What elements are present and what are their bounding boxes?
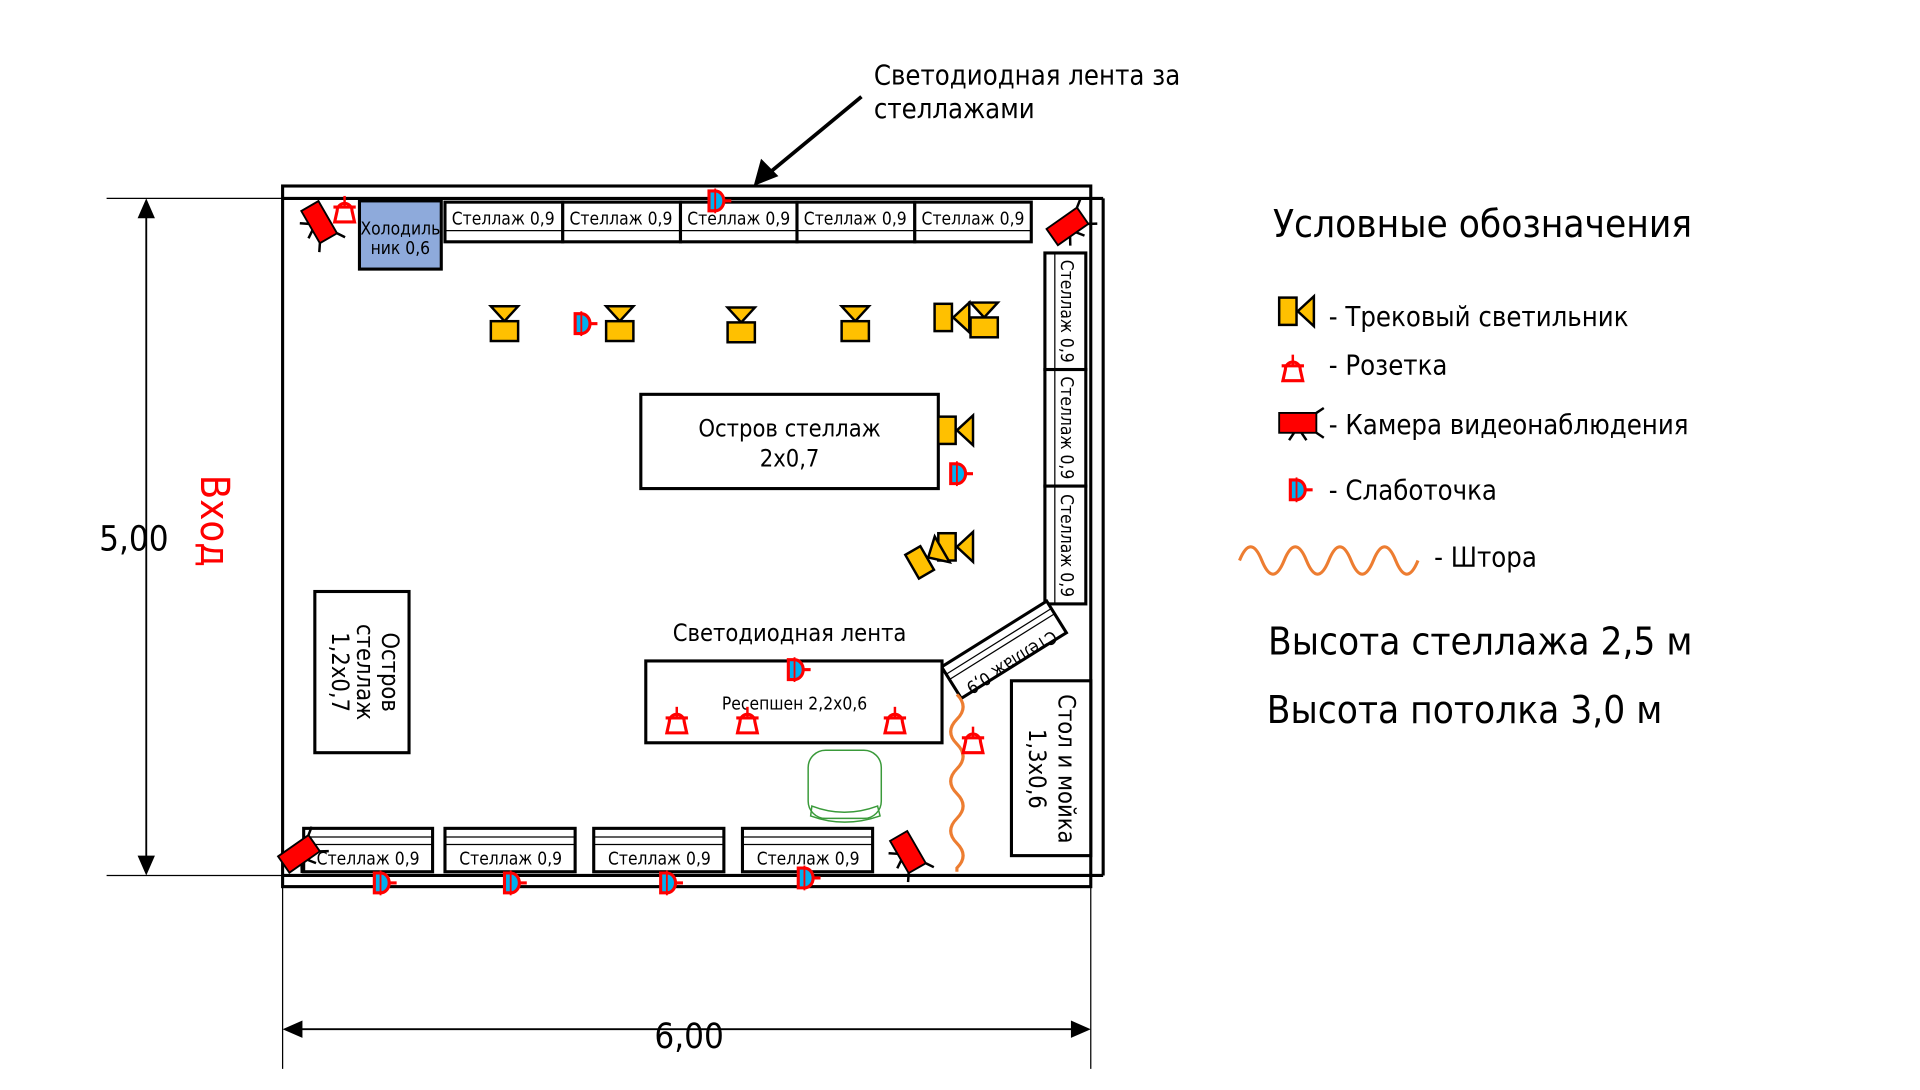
shelf: Стеллаж 0,9 bbox=[1043, 484, 1088, 606]
shelf: Стеллаж 0,9 bbox=[1043, 367, 1088, 488]
svg-text:Стеллаж 0,9: Стеллаж 0,9 bbox=[1056, 376, 1076, 479]
svg-text:ник 0,6: ник 0,6 bbox=[371, 239, 431, 259]
legend: Условные обозначения - Трековый светильн… bbox=[1238, 202, 1692, 733]
camera-icon bbox=[1277, 406, 1326, 442]
track-light-icon bbox=[840, 305, 871, 343]
svg-text:1,3x0,6: 1,3x0,6 bbox=[1023, 729, 1051, 809]
right-shelves: Стеллаж 0,9 Стеллаж 0,9 Стеллаж 0,9 bbox=[1043, 251, 1088, 606]
shelf: Стеллаж 0,9 bbox=[561, 200, 683, 244]
svg-text:- Камера видеонаблюдения: - Камера видеонаблюдения bbox=[1329, 410, 1689, 441]
svg-text:1,2x0,7: 1,2x0,7 bbox=[326, 632, 354, 712]
svg-text:- Слаботочка: - Слаботочка bbox=[1329, 476, 1497, 507]
height-dimension: 5,00 bbox=[99, 197, 286, 877]
svg-text:Стеллаж 0,9: Стеллаж 0,9 bbox=[757, 849, 860, 869]
fridge: Холодиль ник 0,6 bbox=[357, 199, 443, 271]
shelf: Стеллаж 0,9 bbox=[740, 826, 875, 874]
shelf: Стеллаж 0,9 bbox=[592, 826, 726, 874]
low-current-icon bbox=[1288, 475, 1315, 504]
svg-text:Остров стеллаж: Остров стеллаж bbox=[698, 414, 880, 442]
led-strip-label: Светодиодная лента bbox=[673, 619, 907, 647]
shelf: Стеллаж 0,9 bbox=[443, 200, 565, 244]
svg-text:Стеллаж 0,9: Стеллаж 0,9 bbox=[687, 209, 790, 229]
arrow bbox=[753, 95, 863, 187]
shelf: Стеллаж 0,9 bbox=[1043, 251, 1088, 372]
island-shelf-left: Остров стеллаж 1,2x0,7 bbox=[313, 589, 411, 755]
svg-text:Стол и мойка: Стол и мойка bbox=[1053, 694, 1081, 843]
svg-text:Ресепшен 2,2x0,6: Ресепшен 2,2x0,6 bbox=[722, 694, 867, 714]
cameras bbox=[273, 197, 1100, 885]
led-behind-shelves-note: Светодиодная лента за bbox=[874, 60, 1180, 91]
island-shelf-main: Остров стеллаж 2x0,7 bbox=[639, 392, 940, 491]
led-behind-shelves-note-2: стеллажами bbox=[874, 94, 1035, 125]
svg-text:Стеллаж 0,9: Стеллаж 0,9 bbox=[1056, 260, 1076, 363]
svg-text:Стеллаж 0,9: Стеллаж 0,9 bbox=[922, 209, 1025, 229]
height-value: 5,00 bbox=[99, 520, 168, 560]
svg-text:2x0,7: 2x0,7 bbox=[760, 444, 820, 472]
shelf: Стеллаж 0,9 bbox=[795, 200, 917, 244]
curtain bbox=[949, 693, 965, 872]
svg-text:стеллаж: стеллаж bbox=[351, 624, 379, 720]
width-value: 6,00 bbox=[654, 1017, 723, 1057]
svg-text:Стеллаж 0,9: Стеллаж 0,9 bbox=[317, 849, 420, 869]
track-light-icon bbox=[1277, 295, 1316, 328]
legend-title: Условные обозначения bbox=[1273, 202, 1692, 247]
table-sink: Стол и мойка 1,3x0,6 bbox=[1009, 679, 1093, 858]
track-light-icon bbox=[726, 306, 757, 344]
svg-text:Стеллаж 0,9: Стеллаж 0,9 bbox=[804, 209, 907, 229]
shelf-height: Высота стеллажа 2,5 м bbox=[1268, 620, 1692, 665]
svg-text:Стеллаж 0,9: Стеллаж 0,9 bbox=[570, 209, 673, 229]
track-light-icon bbox=[604, 305, 635, 343]
curtain-icon bbox=[1238, 545, 1420, 576]
svg-text:Остров: Остров bbox=[376, 632, 404, 712]
socket-icon bbox=[1280, 353, 1306, 383]
svg-text:- Розетка: - Розетка bbox=[1329, 350, 1448, 381]
chair bbox=[807, 749, 883, 823]
svg-text:Стеллаж 0,9: Стеллаж 0,9 bbox=[608, 849, 711, 869]
width-dimension: 6,00 bbox=[281, 886, 1092, 1069]
track-light-icon bbox=[937, 414, 975, 447]
svg-text:- Штора: - Штора bbox=[1434, 543, 1537, 574]
track-light-icon bbox=[969, 301, 1000, 339]
low-current-outlets bbox=[372, 186, 975, 897]
shelf: Стеллаж 0,9 bbox=[443, 826, 577, 874]
top-shelves: Стеллаж 0,9 Стеллаж 0,9 Стеллаж 0,9 Стел… bbox=[443, 200, 1033, 244]
entrance-label[interactable]: Вход bbox=[191, 475, 237, 567]
ceiling-height: Высота потолка 3,0 м bbox=[1267, 688, 1663, 733]
low-current-icon bbox=[949, 459, 975, 488]
track-light-icon bbox=[489, 305, 520, 343]
shelf: Стеллаж 0,9 bbox=[678, 200, 799, 244]
svg-text:Стеллаж 0,9: Стеллаж 0,9 bbox=[452, 209, 555, 229]
track-light-icon bbox=[933, 301, 971, 334]
shelf: Стеллаж 0,9 bbox=[913, 200, 1033, 244]
socket-icon bbox=[960, 725, 986, 755]
svg-text:Стеллаж 0,9: Стеллаж 0,9 bbox=[1056, 494, 1076, 597]
low-current-icon bbox=[573, 309, 599, 338]
svg-text:- Трековый светильник: - Трековый светильник bbox=[1329, 302, 1629, 333]
bottom-shelves: Стеллаж 0,9 Стеллаж 0,9 Стеллаж 0,9 Стел… bbox=[302, 826, 875, 874]
svg-text:Стеллаж 0,9: Стеллаж 0,9 bbox=[459, 849, 562, 869]
room-walls bbox=[281, 184, 1105, 889]
svg-text:Холодиль: Холодиль bbox=[360, 219, 440, 239]
